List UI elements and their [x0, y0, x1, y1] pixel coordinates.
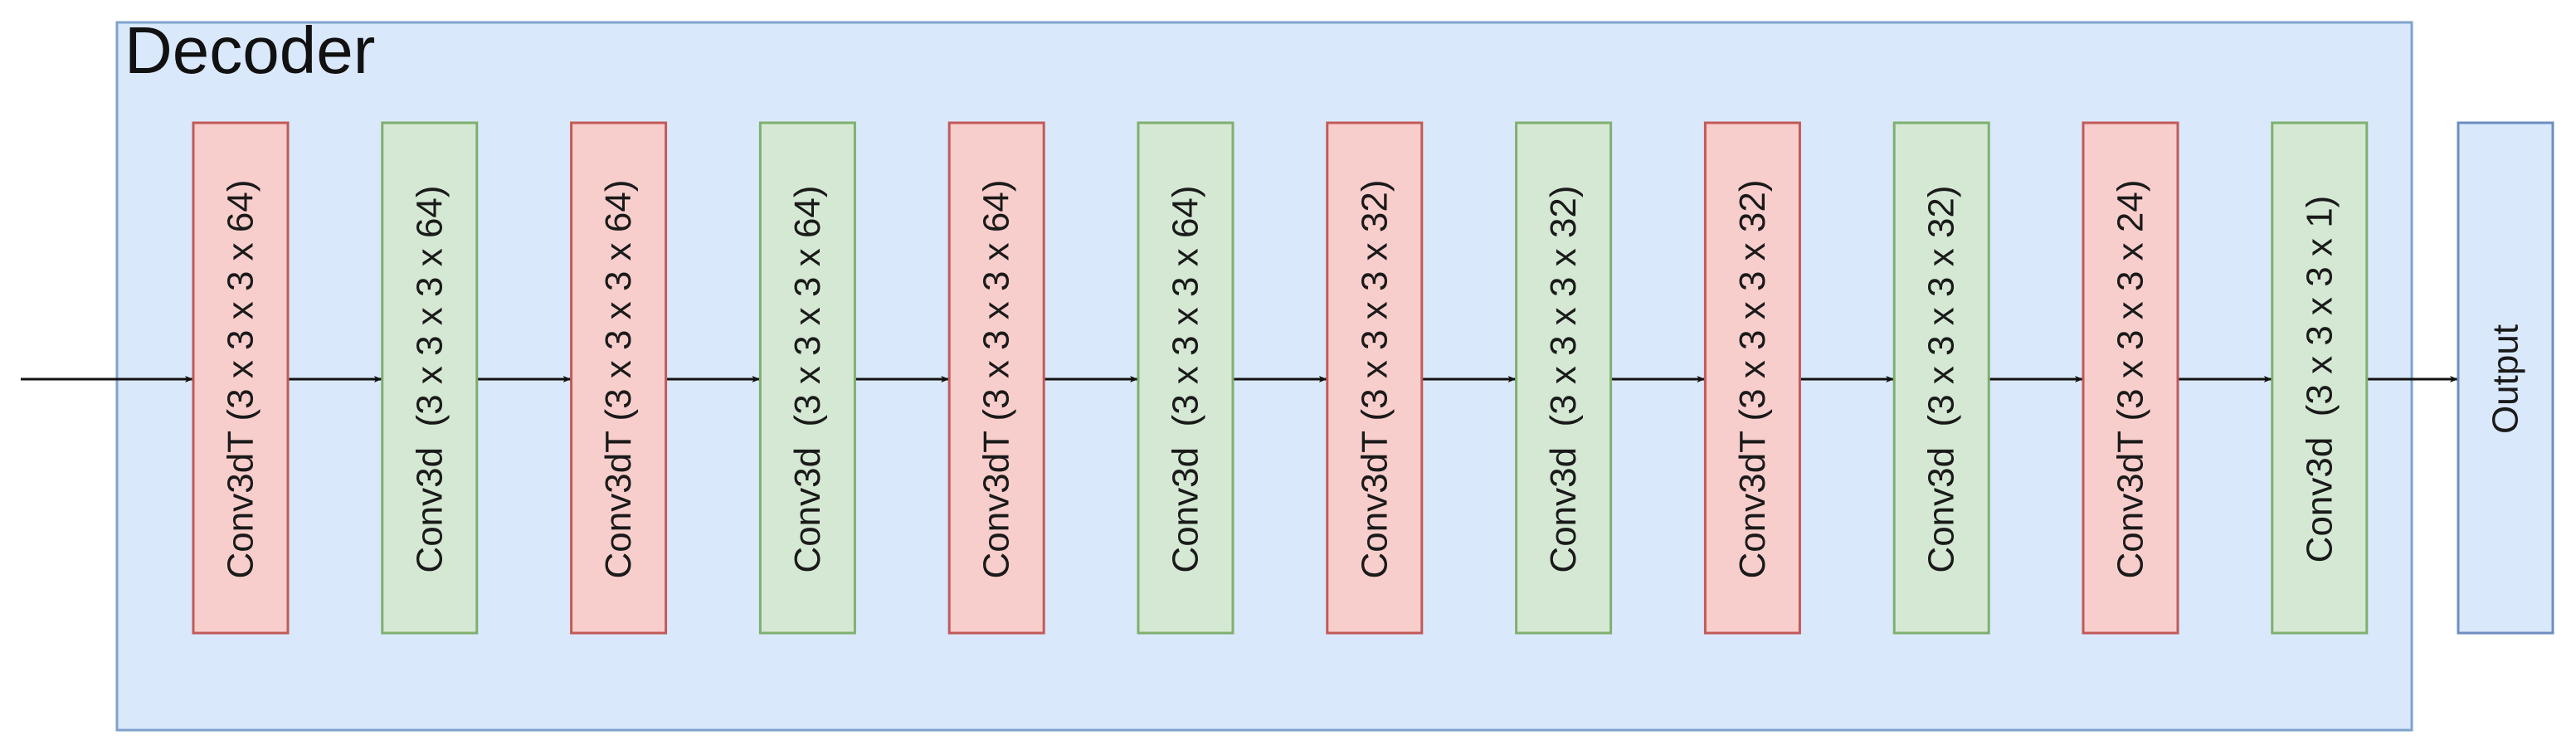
layer-block-10: Conv3d (3 x 3 x 3 x 32) [1892, 121, 1990, 635]
layer-box [1515, 121, 1613, 635]
layer-label: Conv3d (3 x 3 x 3 x 64) [787, 185, 828, 572]
layer-label: Conv3dT (3 x 3 x 3 x 64) [221, 180, 261, 579]
layer-box [1703, 121, 1801, 635]
layer-label: Conv3dT (3 x 3 x 3 x 24) [2111, 180, 2151, 579]
layer-block-3: Conv3dT (3 x 3 x 3 x 64) [570, 121, 668, 635]
decoder-title: Decoder [124, 13, 375, 87]
layer-box [2271, 121, 2369, 635]
layer-box [1892, 121, 1990, 635]
layer-label: Conv3dT (3 x 3 x 3 x 32) [1354, 180, 1395, 579]
layer-block-6: Conv3d (3 x 3 x 3 x 64) [1137, 121, 1234, 635]
layer-label: Conv3d (3 x 3 x 3 x 64) [1166, 185, 1206, 572]
layer-block-11: Conv3dT (3 x 3 x 3 x 24) [2082, 121, 2179, 635]
layer-block-5: Conv3dT (3 x 3 x 3 x 64) [947, 121, 1045, 635]
layer-box [1326, 121, 1424, 635]
layer-label: Conv3d (3 x 3 x 3 x 32) [1543, 185, 1584, 572]
decoder-layers: Conv3dT (3 x 3 x 3 x 64) Conv3d (3 x 3 x … [192, 121, 2369, 635]
decoder-container [115, 21, 2413, 732]
layer-block-4: Conv3d (3 x 3 x 3 x 64) [758, 121, 856, 635]
layer-label: Conv3dT (3 x 3 x 3 x 64) [598, 180, 639, 579]
layer-box [381, 121, 479, 635]
output-label: Output [2486, 324, 2526, 434]
layer-box [947, 121, 1045, 635]
layer-block-7: Conv3dT (3 x 3 x 3 x 32) [1326, 121, 1424, 635]
output-box [2457, 121, 2554, 635]
layer-label: Conv3dT (3 x 3 x 3 x 32) [1732, 180, 1773, 579]
layer-box [2082, 121, 2179, 635]
layer-label: Conv3d (3 x 3 x 3 x 32) [1921, 185, 1962, 572]
layer-label: Conv3d (3 x 3 x 3 x 1) [2299, 196, 2340, 563]
layer-block-9: Conv3dT (3 x 3 x 3 x 32) [1703, 121, 1801, 635]
layer-block-2: Conv3d (3 x 3 x 3 x 64) [381, 121, 479, 635]
layer-block-12: Conv3d (3 x 3 x 3 x 1) [2271, 121, 2369, 635]
layer-box [570, 121, 668, 635]
layer-block-8: Conv3d (3 x 3 x 3 x 32) [1515, 121, 1613, 635]
layer-label: Conv3d (3 x 3 x 3 x 64) [409, 185, 450, 572]
layer-box [758, 121, 856, 635]
layer-box [1137, 121, 1234, 635]
layer-block-1: Conv3dT (3 x 3 x 3 x 64) [192, 121, 290, 635]
layer-box [192, 121, 290, 635]
layer-label: Conv3dT (3 x 3 x 3 x 64) [976, 180, 1017, 579]
